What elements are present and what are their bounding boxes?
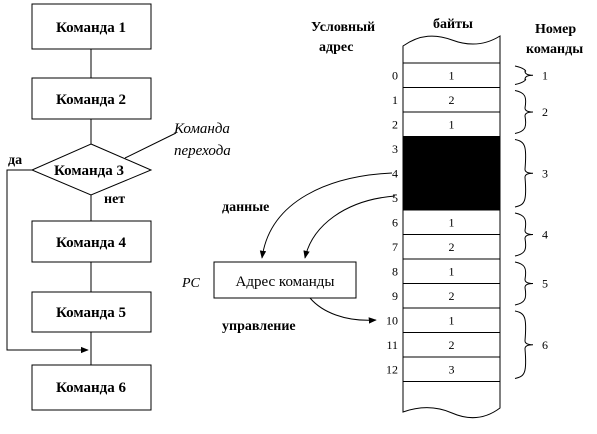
- memory-headers: Условный адрес байты Номер команды: [311, 17, 583, 57]
- bytes-header: байты: [433, 17, 473, 32]
- memory-cell: [402, 258, 501, 284]
- command-brace: [514, 261, 534, 306]
- memory-cell-value: 3: [449, 362, 455, 376]
- command-2-label: Команда 2: [56, 92, 126, 108]
- data-label: данные: [222, 200, 269, 215]
- flowchart-labels: Команда 1 Команда 2 Команда 3 Команда 4 …: [8, 20, 231, 396]
- command-number: 1: [542, 68, 548, 82]
- jump-note-line1: Команда: [173, 121, 230, 137]
- command-5-box: [31, 291, 152, 333]
- command-brace: [514, 65, 534, 85]
- command-2-box: [31, 77, 152, 120]
- command-1-label: Команда 1: [56, 20, 126, 36]
- address-header-line1: Условный: [311, 20, 375, 35]
- memory-cell-value: 1: [449, 68, 455, 82]
- yes-branch-arrow: [6, 169, 89, 354]
- command-5-label: Команда 5: [56, 305, 126, 321]
- memory-address: 9: [392, 289, 398, 303]
- command-brace: [514, 139, 534, 208]
- cmdnum-header-line1: Номер: [535, 22, 576, 37]
- memory-address: 7: [392, 240, 398, 254]
- memory-cell: [402, 87, 501, 113]
- control-arrow: [309, 297, 377, 324]
- yes-label: да: [8, 153, 22, 168]
- command-brace: [514, 212, 534, 257]
- memory-address: 12: [386, 362, 398, 376]
- memory-address: 11: [386, 338, 398, 352]
- memory-cell: [402, 111, 501, 137]
- command-6-label: Команда 6: [56, 380, 126, 396]
- memory-rows: 1 2 1 1 2 1 2 1 2 3: [402, 62, 501, 382]
- memory-cell: [402, 356, 501, 382]
- command-brace: [514, 310, 534, 379]
- memory-address: 8: [392, 264, 398, 278]
- command-4-label: Команда 4: [56, 235, 126, 251]
- memory-address: 5: [392, 191, 398, 205]
- jump-note-pointer: [124, 132, 177, 159]
- command-4-box: [31, 220, 152, 263]
- command-braces: [514, 65, 534, 379]
- memory-address: 10: [386, 313, 398, 327]
- command-number: 2: [542, 105, 548, 119]
- memory-address: 4: [392, 166, 398, 180]
- memory-cell-value: 1: [449, 215, 455, 229]
- address-header-line2: адрес: [319, 40, 353, 55]
- memory-cell: [402, 136, 501, 162]
- memory-cell: [402, 307, 501, 333]
- memory-cell-value: 2: [449, 240, 455, 254]
- command-6-box: [31, 364, 152, 411]
- jump-note-line2: перехода: [174, 143, 231, 159]
- cpu-register: Адрес команды PC данные управление: [181, 200, 357, 334]
- pc-label: PC: [181, 276, 201, 291]
- memory-cell-value: 2: [449, 289, 455, 303]
- data-arrow-2: [303, 195, 396, 259]
- memory-cell-value: 1: [449, 264, 455, 278]
- control-label: управление: [222, 319, 296, 334]
- memory-address: 3: [392, 142, 398, 156]
- command-brace: [514, 90, 534, 134]
- data-arrow-1: [259, 172, 393, 259]
- memory-cell-value: 1: [449, 313, 455, 327]
- cmdnum-header-line2: команды: [526, 42, 583, 57]
- memory-cell: [402, 332, 501, 358]
- memory-address: 6: [392, 215, 398, 229]
- address-register-label: Адрес команды: [236, 274, 335, 290]
- memory-cell: [402, 283, 501, 309]
- memory-cell-value: 2: [449, 338, 455, 352]
- memory-cell: [402, 234, 501, 260]
- command-number: 5: [542, 277, 548, 291]
- memory-cell: [402, 185, 501, 211]
- command-1-box: [31, 3, 152, 50]
- command-number: 6: [542, 338, 548, 352]
- flowchart: [6, 49, 177, 365]
- command-number: 3: [542, 166, 548, 180]
- flowchart-boxes: [30, 3, 153, 411]
- command-numbers: 1 2 3 4 5 6: [542, 68, 548, 352]
- memory-address: 1: [392, 93, 398, 107]
- command-3-diamond: [30, 143, 153, 196]
- memory-address: 2: [392, 117, 398, 131]
- memory-cell-value: 2: [449, 93, 455, 107]
- memory-cell-value: 1: [449, 117, 455, 131]
- command-3-label: Команда 3: [54, 163, 124, 179]
- memory-cell: [402, 160, 501, 186]
- memory-address: 0: [392, 68, 398, 82]
- address-register-box: [213, 261, 357, 299]
- memory-cell: [402, 209, 501, 235]
- data-flow-arrows: [259, 172, 396, 324]
- command-number: 4: [542, 228, 548, 242]
- no-label: нет: [104, 192, 125, 207]
